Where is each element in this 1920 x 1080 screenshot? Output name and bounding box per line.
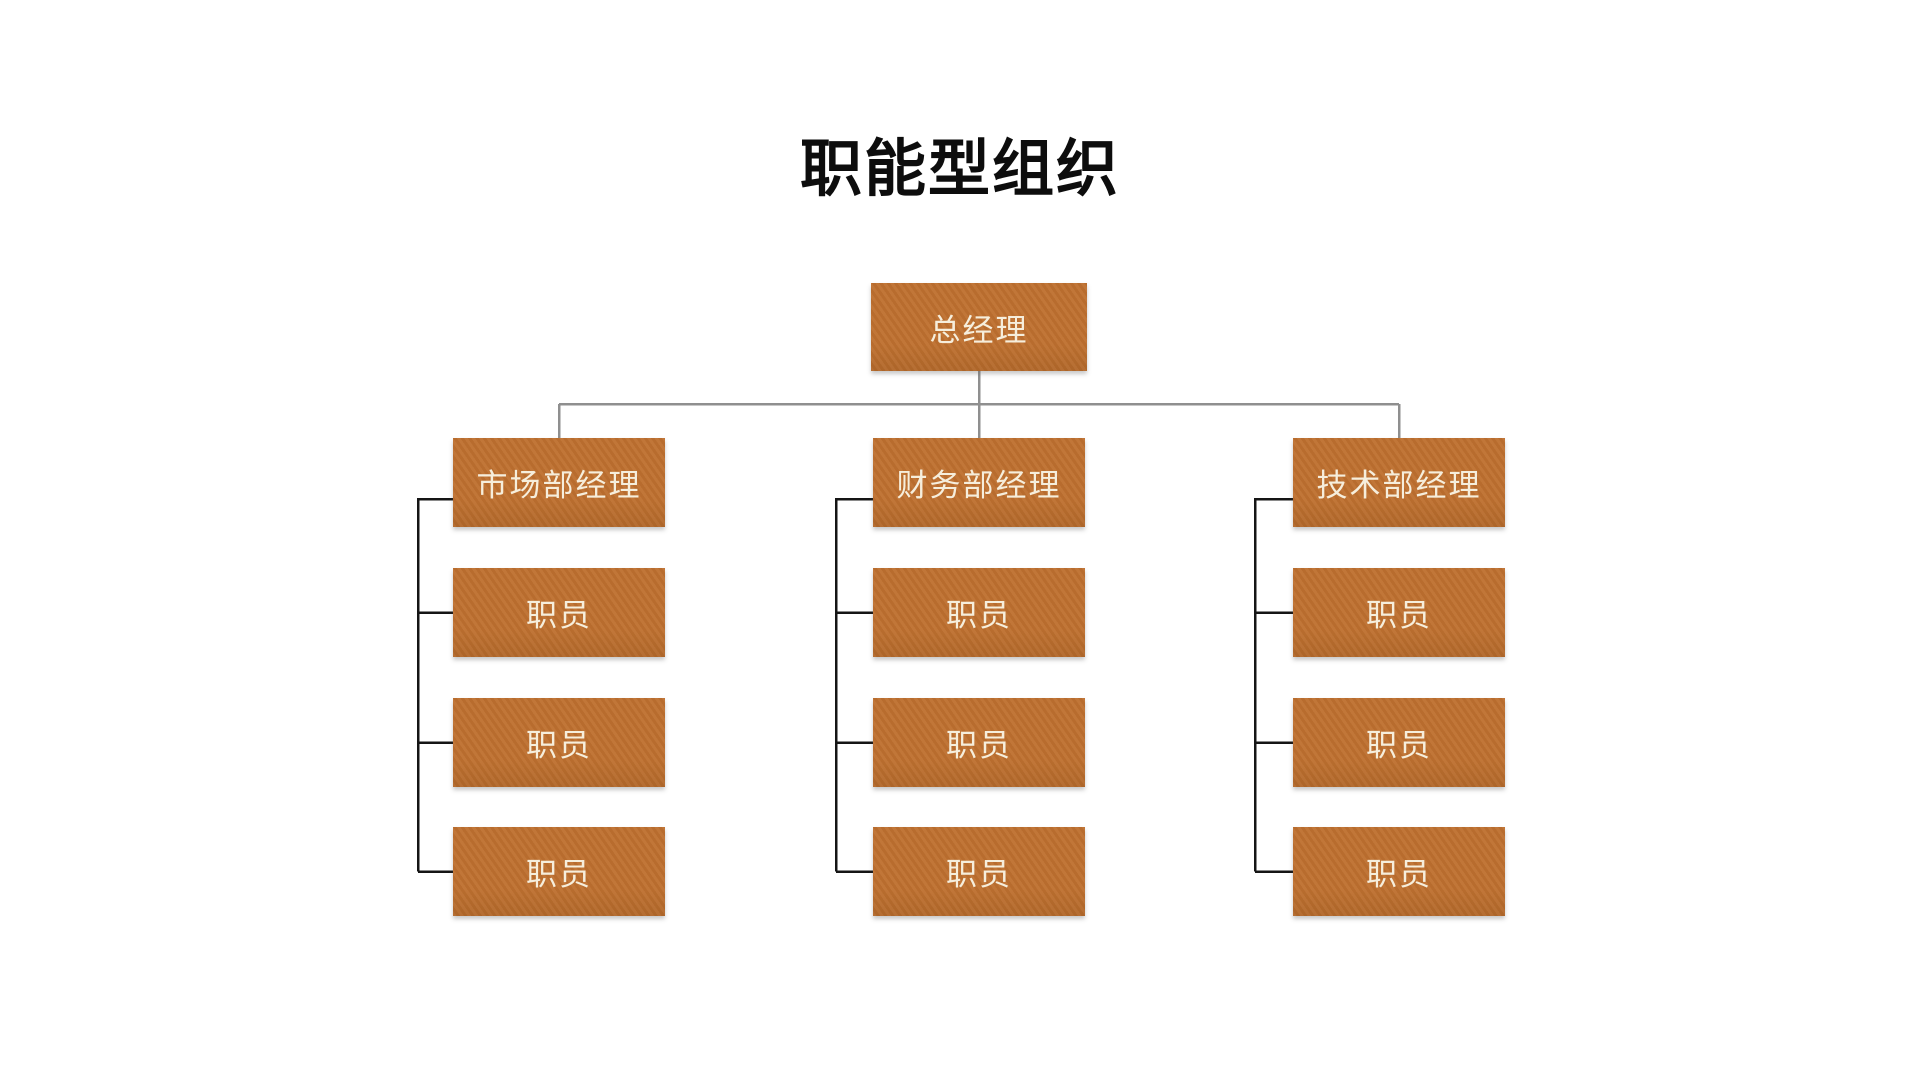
spine-left-column (416, 497, 453, 872)
org-node-staff-label: 职员 (1366, 598, 1432, 633)
org-node-staff: 职员 (453, 827, 665, 916)
spine-center-column (834, 497, 873, 872)
org-node-staff-label: 职员 (946, 728, 1012, 763)
org-node-manager-finance: 财务部经理 (873, 438, 1085, 527)
spine-right-column (1253, 497, 1293, 872)
org-node-staff: 职员 (873, 698, 1085, 787)
org-node-staff: 职员 (1293, 827, 1505, 916)
org-node-staff: 职员 (873, 568, 1085, 657)
org-node-staff: 职员 (453, 568, 665, 657)
org-node-staff-label: 职员 (1366, 728, 1432, 763)
org-node-staff: 职员 (873, 827, 1085, 916)
org-node-manager-label: 市场部经理 (476, 468, 642, 503)
org-node-manager-label: 财务部经理 (896, 468, 1062, 503)
org-node-staff-label: 职员 (526, 857, 592, 892)
org-node-staff: 职员 (453, 698, 665, 787)
org-node-staff-label: 职员 (946, 598, 1012, 633)
org-node-staff: 职员 (1293, 698, 1505, 787)
org-node-staff-label: 职员 (526, 598, 592, 633)
org-node-manager-marketing: 市场部经理 (453, 438, 665, 527)
org-node-manager-label: 技术部经理 (1316, 468, 1482, 503)
org-node-staff: 职员 (1293, 568, 1505, 657)
slide-title: 职能型组织 (799, 135, 1120, 204)
org-node-root-label: 总经理 (929, 312, 1029, 348)
org-node-staff-label: 职员 (1366, 857, 1432, 892)
org-node-manager-technology: 技术部经理 (1293, 438, 1505, 527)
org-node-staff-label: 职员 (526, 728, 592, 763)
org-node-staff-label: 职员 (946, 857, 1012, 892)
org-node-root: 总经理 (871, 283, 1087, 371)
